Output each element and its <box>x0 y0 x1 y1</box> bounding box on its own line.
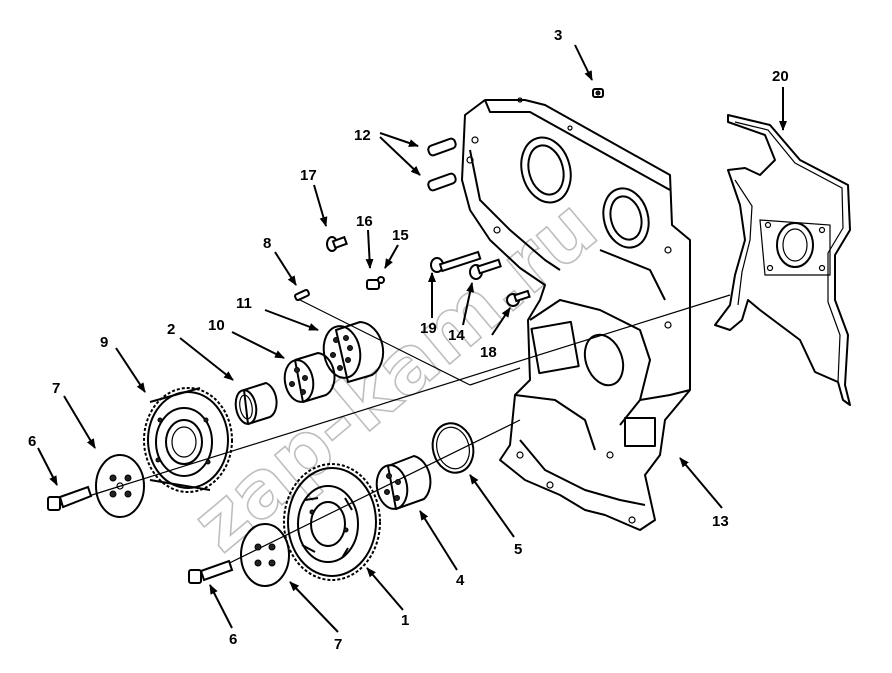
bolt-part-14 <box>469 258 502 280</box>
callout-12: 12 <box>354 127 371 144</box>
seal-part-15 <box>377 276 385 284</box>
plug-part-16 <box>366 279 380 290</box>
bolt-part-19 <box>430 250 482 273</box>
callout-1: 1 <box>401 612 409 629</box>
dowel-pins <box>427 137 457 192</box>
callout-19: 19 <box>420 320 437 337</box>
callout-9: 9 <box>100 334 108 351</box>
gear-housing <box>461 97 691 531</box>
callout-14: 14 <box>448 327 465 344</box>
screw-part-17 <box>326 235 348 252</box>
washer-plate-part-7-upper <box>95 454 145 518</box>
idler-gear-part-9 <box>143 387 233 493</box>
callout-15: 15 <box>392 227 409 244</box>
bolt-part-6-lower <box>188 559 234 584</box>
assembly-axis-lines <box>59 294 731 581</box>
leader-arrows <box>37 44 787 633</box>
callout-16: 16 <box>356 213 373 230</box>
callout-17: 17 <box>300 167 317 184</box>
callout-18: 18 <box>480 344 497 361</box>
bolt-part-6-upper <box>47 485 93 511</box>
callout-6-lower: 6 <box>229 631 237 648</box>
bolt-part-18 <box>506 289 531 307</box>
bushing-part-2 <box>234 382 278 425</box>
callout-8: 8 <box>263 235 271 252</box>
plug-part-3 <box>592 88 604 98</box>
callout-13: 13 <box>712 513 729 530</box>
callout-6-upper: 6 <box>28 433 36 450</box>
o-ring-part-5 <box>431 422 475 474</box>
hub-part-10 <box>283 352 336 403</box>
hub-part-4 <box>375 455 432 510</box>
gasket <box>714 114 851 406</box>
callout-7-lower: 7 <box>334 636 342 653</box>
washer-plate-part-7-lower <box>240 523 290 587</box>
gear-part-1 <box>283 463 381 581</box>
callout-4: 4 <box>456 572 465 589</box>
callout-7-upper: 7 <box>52 380 60 397</box>
callout-11: 11 <box>236 295 252 312</box>
pin-part-8 <box>294 288 310 302</box>
callout-5: 5 <box>514 541 522 558</box>
callout-2: 2 <box>167 321 175 338</box>
callout-20: 20 <box>772 68 789 85</box>
callout-labels: 3 20 12 17 16 15 8 11 10 2 9 7 6 19 14 1… <box>28 27 789 653</box>
callout-10: 10 <box>208 317 225 334</box>
callout-3: 3 <box>554 27 562 44</box>
